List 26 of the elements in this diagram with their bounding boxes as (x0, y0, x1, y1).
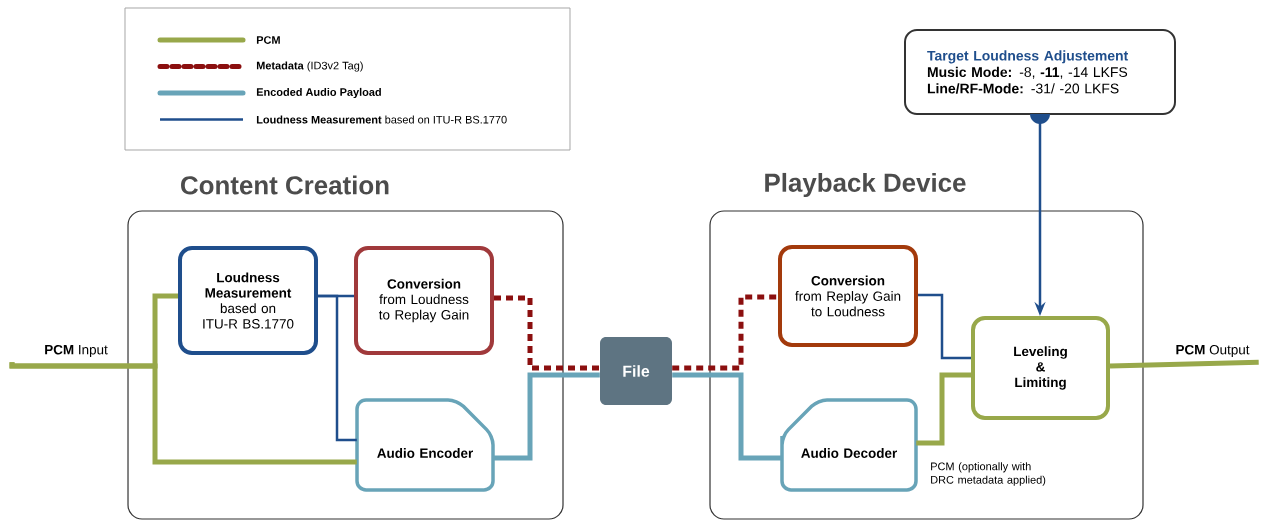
process-box: Conversion from Loudness to Replay Gain (354, 246, 494, 355)
group-heading: Content Creation (181, 175, 389, 195)
connector (918, 293, 971, 360)
group-heading: Playback Device (765, 172, 966, 198)
connector (9, 361, 357, 465)
connector (672, 294, 778, 371)
connector (493, 372, 600, 461)
connector (916, 372, 971, 446)
note-text: PCM (optionally with DRC metadata applied) (931, 462, 1046, 486)
process-box: Conversion from Replay Gain to Loudness (778, 245, 918, 347)
codec-box: Audio Encoder (355, 398, 495, 492)
connector (1109, 359, 1259, 369)
file-box: File (600, 337, 672, 405)
io-label: PCM Input (45, 344, 108, 358)
process-box: Leveling & Limiting (971, 316, 1110, 420)
io-label: PCM Output (1176, 344, 1250, 358)
callout-box: Target Loudness Adjustement Music Mode: -8, -11, -14 LKFS Line/RF-Mode: -31/ -20 LKFS (904, 29, 1176, 115)
connector (318, 294, 357, 442)
legend-text: Encoded Audio Payload (256, 87, 381, 99)
codec-box: Audio Decoder (780, 398, 918, 492)
connector (672, 372, 782, 461)
connector (494, 295, 600, 371)
process-box: Loudness Measurement based on ITU-R BS.1770 (178, 246, 318, 355)
legend-text: Metadata (ID3v2 Tag) (256, 61, 363, 72)
legend-text: Loudness Measurement based on ITU-R BS.1770 (256, 115, 507, 124)
legend-text: PCM (256, 36, 280, 44)
